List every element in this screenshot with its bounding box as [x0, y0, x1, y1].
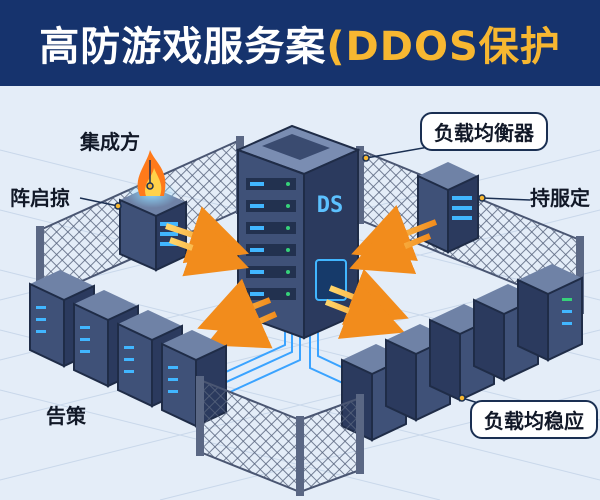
- attacked-server: [119, 186, 187, 272]
- attack-arrows: [165, 204, 438, 349]
- arrow-icon: [324, 282, 405, 339]
- right-server: [417, 162, 479, 254]
- label-attack-source: 集成方: [80, 130, 140, 154]
- fire-icon: [126, 150, 178, 208]
- arrow-icon: [205, 293, 278, 349]
- front-fence: [196, 376, 364, 496]
- server-badge: DS: [317, 193, 344, 218]
- title-accent: (DDOS保护: [326, 24, 561, 70]
- arrow-icon: [349, 218, 432, 274]
- label-bottom-right: 负载均稳应: [470, 400, 598, 439]
- label-bottom-left: 告策: [46, 404, 86, 428]
- left-server-row: [29, 270, 227, 428]
- label-left-node: 阵启掠: [10, 186, 70, 210]
- arrow-icon: [168, 219, 249, 277]
- label-right-node: 持服定: [530, 186, 590, 210]
- title-banner: 高防游戏服务案 (DDOS保护: [0, 0, 600, 86]
- title-main: 高防游戏服务案: [39, 24, 327, 70]
- label-load-balancer: 负载均衡器: [420, 112, 548, 151]
